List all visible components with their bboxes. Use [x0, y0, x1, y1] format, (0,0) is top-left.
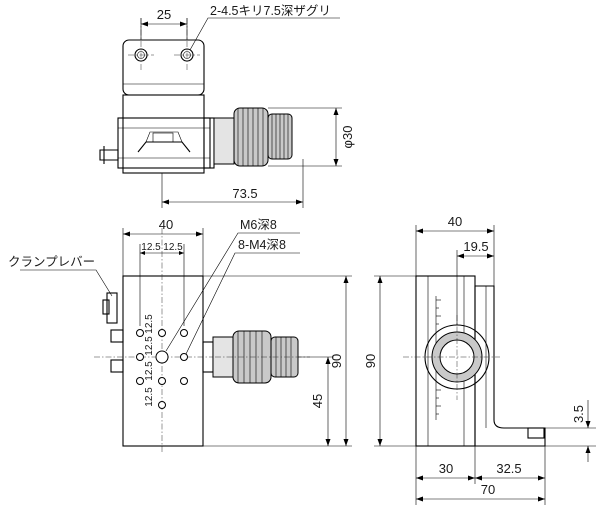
top-view-mount-plate	[122, 39, 205, 96]
dim-side-total: 70	[481, 482, 495, 497]
side-view: 40 19.5 90 30 32.5 70	[363, 214, 596, 505]
m6-leader	[165, 232, 300, 352]
dim-pitch-b: 12.5	[163, 242, 183, 253]
tapped-hole-top-right	[180, 329, 188, 337]
note-tapped-holes: 8-M4深8	[238, 238, 286, 252]
dim-pitch-d: 12.5	[144, 336, 155, 356]
clamp-lever-label: クランプレバー	[8, 255, 95, 269]
dim-knob-dia: φ30	[340, 126, 355, 149]
top-view-dovetail	[137, 141, 191, 153]
dim-side-width: 40	[448, 214, 462, 229]
hole-note-leader	[189, 17, 340, 51]
front-view-clamp-lever	[106, 292, 118, 324]
note-center-hole: M6深8	[240, 218, 277, 232]
top-view-spindle-base	[203, 117, 215, 169]
side-view-bracket	[474, 285, 546, 447]
dim-pitch-e: 12.5	[144, 361, 155, 381]
dim-side-base-right: 32.5	[496, 461, 521, 476]
top-view-stage	[117, 117, 211, 169]
tapped-hole-bottom-right	[180, 377, 188, 385]
dim-front-width: 40	[159, 217, 173, 232]
dim-pitch-c: 12.5	[144, 314, 155, 334]
top-view-body	[122, 94, 205, 174]
tapped-hole-top-left	[136, 329, 144, 337]
side-view-clamp-lever	[527, 427, 545, 439]
dim-side-thickness: 3.5	[571, 405, 586, 423]
dim-top-width: 25	[157, 7, 171, 22]
dim-center-height: 45	[310, 394, 325, 408]
dim-side-base-left: 30	[439, 461, 453, 476]
top-view-sleeve	[213, 117, 235, 165]
dim-side-height: 90	[363, 354, 378, 368]
tapped-hole-lower	[158, 401, 166, 409]
dim-pitch-a: 12.5	[141, 242, 161, 253]
tapped-hole-bottom-left	[136, 377, 144, 385]
top-view-clamp-lever	[99, 149, 119, 161]
m4-leader	[185, 252, 300, 355]
dim-top-length: 73.5	[232, 186, 257, 201]
tapped-hole-right	[180, 353, 188, 361]
top-view: 25 2-4.5キリ7.5深ザグリ φ30 73.5	[99, 4, 355, 208]
clamp-lever-leader	[20, 269, 113, 297]
dim-front-height: 90	[329, 354, 344, 368]
hole-note: 2-4.5キリ7.5深ザグリ	[210, 4, 331, 18]
front-view: 12.5 12.5 12.5 12.5 12.5 12.5 40	[8, 217, 352, 452]
tapped-hole-left	[136, 353, 144, 361]
dim-pitch-f: 12.5	[144, 387, 155, 407]
dim-side-offset: 19.5	[463, 239, 488, 254]
tapped-hole-bottom	[158, 377, 166, 385]
center-hole-m6	[155, 350, 169, 364]
tapped-hole-top	[158, 329, 166, 337]
